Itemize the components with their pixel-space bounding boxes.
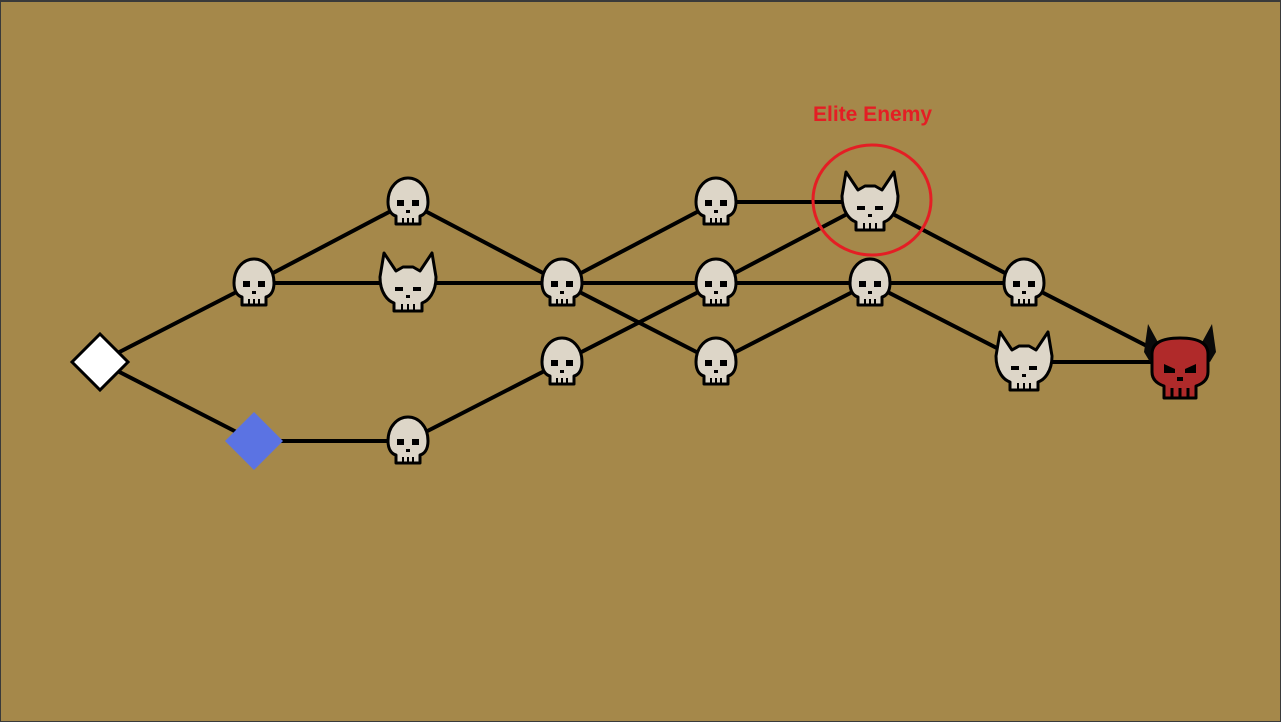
enemy-skull-node[interactable] xyxy=(540,336,584,386)
elite-enemy-node[interactable] xyxy=(994,330,1054,392)
enemy-skull-node[interactable] xyxy=(232,257,276,307)
current-diamond-icon xyxy=(225,412,283,470)
enemy-skull-node[interactable] xyxy=(694,176,738,226)
enemy-skull-node[interactable] xyxy=(386,176,430,226)
boss-node[interactable] xyxy=(1142,322,1218,400)
path-line xyxy=(715,281,871,364)
enemy-skull-node[interactable] xyxy=(1002,257,1046,307)
enemy-skull-node[interactable] xyxy=(540,257,584,307)
path-line xyxy=(561,281,717,364)
current-position-node[interactable] xyxy=(225,412,283,470)
path-line xyxy=(561,200,717,285)
path-line xyxy=(407,200,563,285)
path-line xyxy=(253,200,409,285)
elite-enemy-node[interactable] xyxy=(378,251,438,313)
path-line xyxy=(715,200,871,285)
enemy-skull-node[interactable] xyxy=(848,257,892,307)
enemy-skull-node[interactable] xyxy=(694,336,738,386)
path-lines xyxy=(99,200,1179,443)
start-node[interactable] xyxy=(69,331,131,393)
elite-enemy-callout-label: Elite Enemy xyxy=(813,103,933,126)
elite-highlight-circle xyxy=(811,143,933,257)
path-line xyxy=(869,200,1025,285)
start-diamond-icon xyxy=(69,331,131,393)
enemy-skull-node[interactable] xyxy=(386,415,430,465)
path-line xyxy=(99,360,255,443)
path-line xyxy=(407,360,563,443)
elite-enemy-node[interactable] xyxy=(840,170,900,232)
enemy-skull-node[interactable] xyxy=(694,257,738,307)
path-line xyxy=(99,281,255,364)
